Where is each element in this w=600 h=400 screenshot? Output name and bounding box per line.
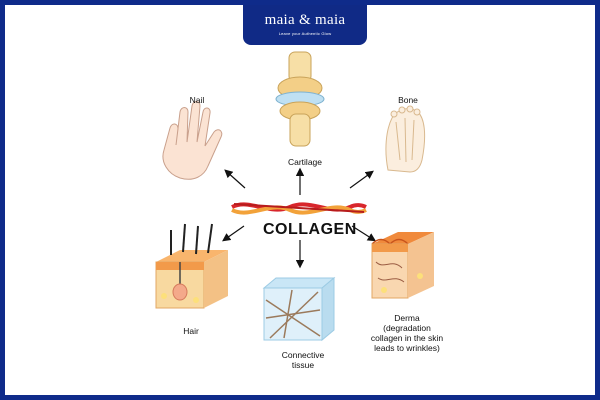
derma-skin-icon [371,232,434,299]
label-connective-line-1: Connective [281,350,325,360]
label-cartilage: Cartilage [287,157,323,167]
hair-follicle-icon [155,223,228,309]
foot-bone-icon [385,105,426,173]
knee-cartilage-icon [275,51,325,147]
illustration-canvas [155,51,434,342]
collagen-title: COLLAGEN [263,221,357,238]
label-derma-line-1: Derma [394,313,420,323]
label-connective-tissue: Connective tissue [267,350,339,370]
brand-name: maia & maia [264,12,346,28]
label-bone: Bone [398,95,418,105]
label-hair: Hair [183,326,199,336]
label-connective-line-2: tissue [291,360,315,370]
label-derma-line-3: collagen in the skin [370,333,444,343]
collagen-fiber-icon [231,202,367,215]
label-derma-line-2: (degradation [383,323,431,333]
brand-logo: maia & maia Leave your Authentic Glow [243,5,367,45]
hand-nail-icon [162,101,223,180]
arrow-to-derma [351,225,377,242]
label-nail: Nail [189,95,205,105]
connective-tissue-icon [262,276,336,342]
arrow-to-hair [222,225,245,242]
brand-tagline: Leave your Authentic Glow [278,31,332,36]
arrow-to-bone [349,170,374,189]
label-derma: Derma (degradation collagen in the skin … [357,313,457,353]
label-derma-line-4: leads to wrinkles) [374,343,440,353]
arrow-to-nail [224,169,246,189]
